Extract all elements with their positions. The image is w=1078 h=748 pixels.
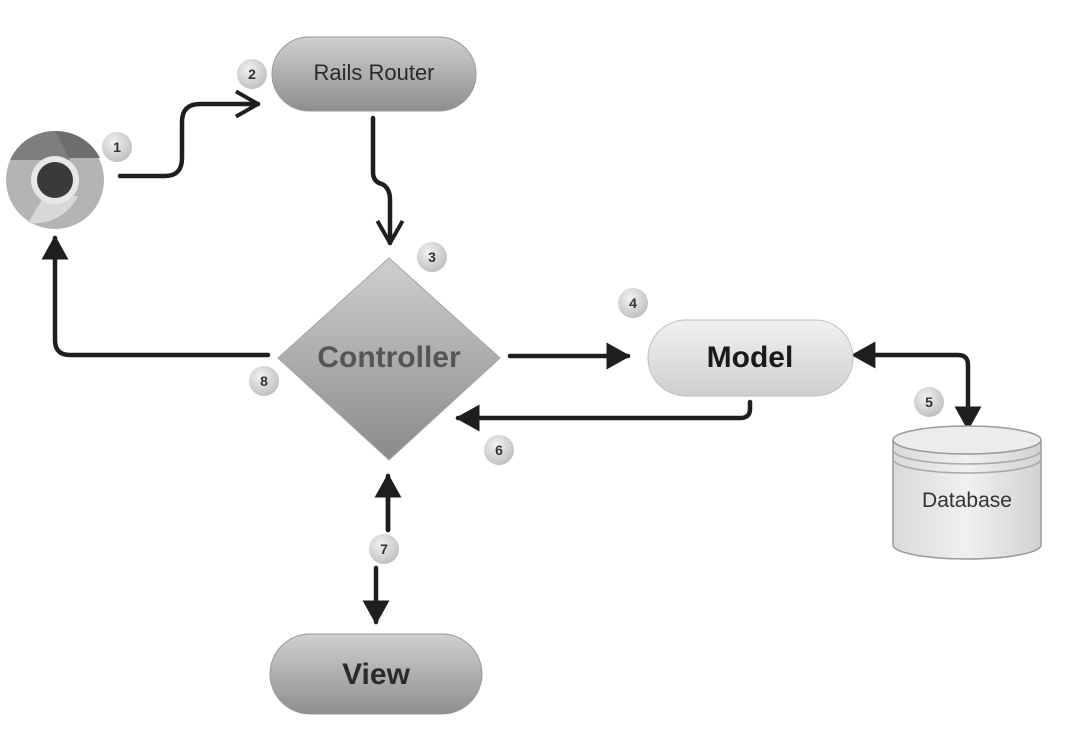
- svg-text:4: 4: [629, 295, 637, 311]
- database-node: Database: [892, 425, 1042, 560]
- arrow-router-to-controller: [370, 115, 405, 246]
- svg-text:7: 7: [380, 541, 388, 557]
- step-badge-1: 1: [102, 132, 132, 162]
- step-badge-7: 7: [369, 534, 399, 564]
- step-badge-6: 6: [484, 435, 514, 465]
- view-label: View: [342, 658, 410, 691]
- step-badge-4: 4: [618, 288, 648, 318]
- model-node: Model: [647, 319, 854, 397]
- svg-text:5: 5: [925, 394, 933, 410]
- svg-text:8: 8: [260, 373, 268, 389]
- arrow-controller-to-browser: [41, 235, 271, 358]
- view-node: View: [269, 633, 483, 715]
- controller-label: Controller: [317, 341, 461, 374]
- svg-text:1: 1: [113, 139, 121, 155]
- rails-router-node: Rails Router: [271, 36, 477, 112]
- database-label: Database: [922, 489, 1012, 512]
- svg-text:2: 2: [248, 66, 256, 82]
- step-badge-3: 3: [417, 242, 447, 272]
- step-badge-5: 5: [914, 387, 944, 417]
- controller-node: Controller: [277, 257, 501, 461]
- chrome-browser-icon: [6, 130, 104, 229]
- arrow-model-to-controller: [455, 399, 753, 432]
- step-badge-8: 8: [249, 366, 279, 396]
- rails-router-label: Rails Router: [313, 60, 434, 85]
- arrow-model-database: [851, 341, 982, 431]
- svg-text:6: 6: [495, 442, 503, 458]
- model-label: Model: [707, 341, 794, 374]
- svg-text:3: 3: [428, 249, 436, 265]
- arrow-browser-to-router: [117, 89, 261, 179]
- step-badge-2: 2: [237, 59, 267, 89]
